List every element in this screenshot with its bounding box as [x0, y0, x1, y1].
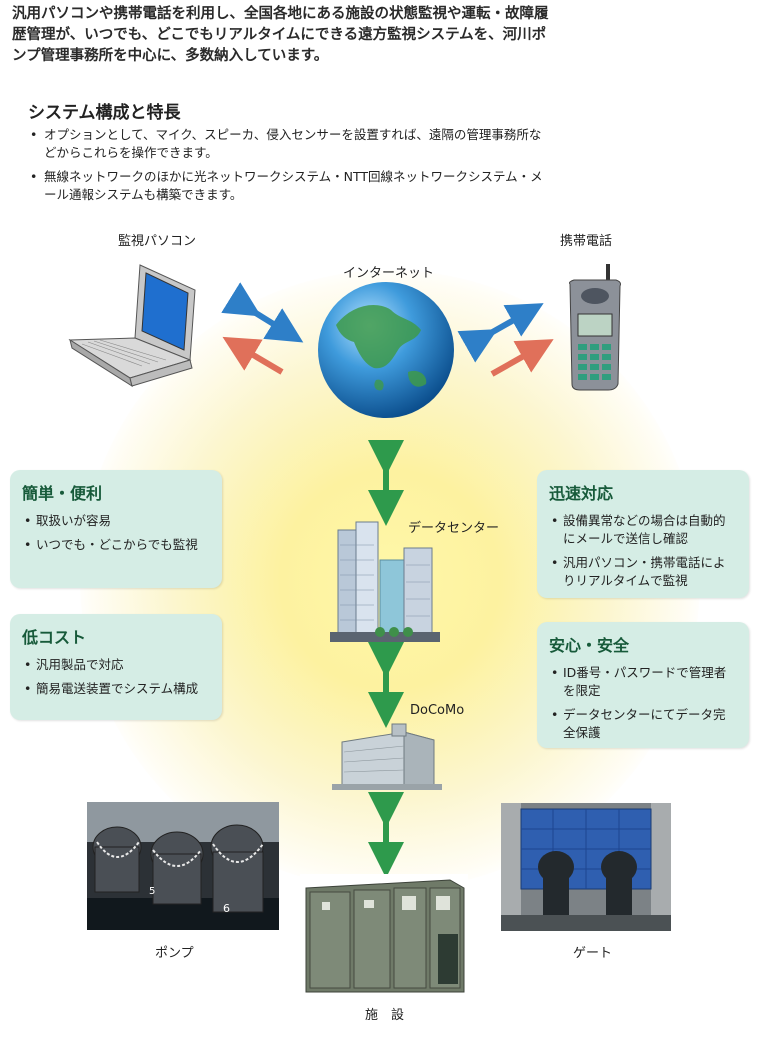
feature-title: 迅速対応 [549, 484, 614, 503]
datacenter-label: データセンター [408, 521, 500, 536]
arrow-red-pc [222, 336, 284, 375]
feature-item: 簡易電送装置でシステム構成 [22, 680, 210, 698]
feature-card-safe: 安心・安全 ID番号・パスワードで管理者を限定 データセンターにてデータ完全保護 [537, 622, 749, 748]
feature-title: 簡単・便利 [22, 484, 103, 503]
phone-label: 携帯電話 [560, 234, 613, 249]
feature-item: 汎用製品で対応 [22, 656, 210, 674]
arrow-red-phone [490, 339, 554, 377]
pump-label: ポンプ [155, 946, 194, 961]
section-bullet: オプションとして、マイク、スピーカ、侵入センサーを設置すれば、遠隔の管理事務所な… [30, 126, 550, 162]
laptop-icon [68, 264, 196, 388]
facility-panel-photo [300, 874, 468, 998]
docomo-label: DoCoMo [410, 703, 465, 718]
mobile-phone-icon [569, 264, 621, 391]
internet-label: インターネット [343, 266, 435, 281]
datacenter-building-icon [330, 521, 440, 642]
intro-text: 汎用パソコンや携帯電話を利用し、全国各地にある施設の状態監視や運転・故障履歴管理… [12, 6, 549, 64]
feature-card-quick: 迅速対応 設備異常などの場合は自動的にメールで送信し確認 汎用パソコン・携帯電話… [537, 470, 749, 598]
section-bullets: オプションとして、マイク、スピーカ、侵入センサーを設置すれば、遠隔の管理事務所な… [30, 126, 550, 210]
pump-number-label: 5 [149, 886, 155, 897]
section-bullet: 無線ネットワークのほかに光ネットワークシステム・NTT回線ネットワークシステム・… [30, 168, 550, 204]
feature-title: 低コスト [22, 628, 87, 647]
feature-item: ID番号・パスワードで管理者を限定 [549, 664, 737, 700]
feature-item: 取扱いが容易 [22, 512, 210, 530]
pump-photo: 5 6 [87, 802, 279, 930]
pump-number-label: 6 [223, 902, 230, 915]
feature-card-lowcost: 低コスト 汎用製品で対応 簡易電送装置でシステム構成 [10, 614, 222, 720]
feature-item: 汎用パソコン・携帯電話によりリアルタイムで監視 [549, 554, 737, 590]
feature-item: いつでも・どこからでも監視 [22, 536, 210, 554]
feature-card-easy: 簡単・便利 取扱いが容易 いつでも・どこからでも監視 [10, 470, 222, 588]
feature-item: データセンターにてデータ完全保護 [549, 706, 737, 742]
facility-label: 施 設 [365, 1008, 405, 1023]
pc-label: 監視パソコン [118, 234, 197, 249]
feature-title: 安心・安全 [549, 636, 630, 655]
gate-photo [501, 803, 671, 931]
globe-icon [318, 282, 454, 418]
arrow-blue-pc [221, 282, 304, 343]
section-title: システム構成と特長 [28, 103, 181, 123]
docomo-building-icon [332, 723, 442, 790]
gate-label: ゲート [573, 946, 613, 961]
arrow-blue-phone [457, 303, 544, 363]
feature-item: 設備異常などの場合は自動的にメールで送信し確認 [549, 512, 737, 548]
